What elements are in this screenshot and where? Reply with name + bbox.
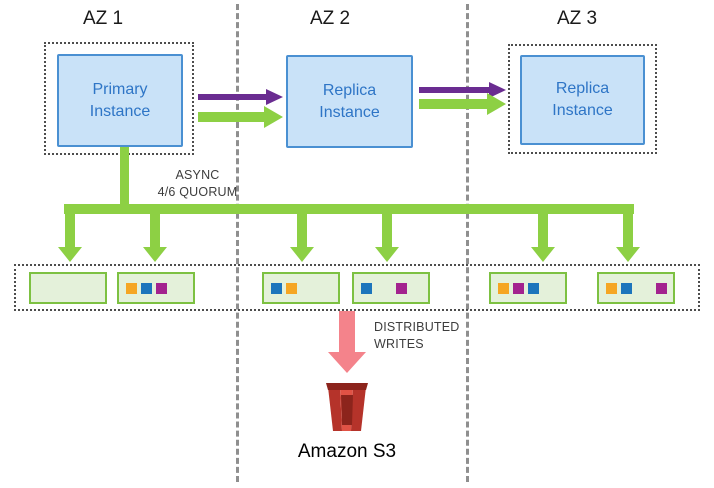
replication-arrow-purple-2 (419, 82, 506, 98)
s3-writes-arrow (328, 311, 366, 373)
s3-icon (326, 383, 368, 431)
s3-icon-rim (326, 383, 368, 390)
quorum-arrow-6 (616, 204, 640, 262)
replica-instance-az3: Replica Instance (520, 55, 645, 145)
s3-icon-right-facet (351, 387, 366, 431)
distributed-writes-label-line2: WRITES (374, 336, 424, 351)
segment-chip-magenta (656, 282, 667, 294)
az1-label: AZ 1 (82, 8, 124, 29)
storage-node-3 (262, 272, 340, 304)
s3-icon-left-facet (328, 387, 342, 431)
segment-chip-magenta (513, 282, 524, 294)
quorum-arrow-3 (290, 204, 314, 262)
replica-instance-az3-label: Replica Instance (552, 80, 613, 119)
segment-chip-magenta (156, 282, 167, 294)
quorum-arrow-4 (375, 204, 399, 262)
replication-arrow-purple-1 (198, 89, 283, 105)
distributed-writes-label-line1: DISTRIBUTED (374, 320, 460, 334)
segment-chip-blue (361, 282, 372, 294)
async-quorum-label: ASYNC 4/6 QUORUM (150, 167, 245, 201)
segment-chip-orange (498, 282, 509, 294)
quorum-arrow-5 (531, 204, 555, 262)
chip-gap (636, 283, 656, 294)
storage-node-5 (489, 272, 567, 304)
az3-instance-outline (508, 44, 657, 154)
quorum-trunk (120, 147, 129, 214)
primary-instance-label: Primary Instance (89, 80, 151, 120)
az-divider-2 (466, 4, 469, 482)
s3-caption: Amazon S3 (297, 441, 397, 462)
storage-node-6 (597, 272, 675, 304)
storage-node-4 (352, 272, 430, 304)
segment-chip-blue (528, 282, 539, 294)
az1-instance-outline (44, 42, 194, 155)
storage-node-2 (117, 272, 195, 304)
az-divider-1 (236, 4, 239, 482)
segment-chip-orange (286, 282, 297, 294)
async-quorum-label-line2: 4/6 QUORUM (157, 184, 238, 199)
quorum-bus (64, 204, 634, 214)
az2-label: AZ 2 (309, 8, 351, 29)
distributed-writes-label: DISTRIBUTED WRITES (374, 319, 460, 353)
async-quorum-label-line1: ASYNC (175, 168, 220, 182)
storage-node-1 (29, 272, 107, 304)
replica-instance-az2-label: Replica Instance (319, 81, 380, 121)
segment-chip-orange (606, 282, 617, 294)
quorum-arrow-2 (143, 204, 167, 262)
segment-chip-magenta (396, 282, 407, 294)
primary-instance: Primary Instance (57, 54, 183, 147)
az3-label: AZ 3 (556, 8, 598, 29)
segment-chip-blue (271, 282, 282, 294)
quorum-arrow-1 (58, 204, 82, 262)
segment-chip-blue (621, 282, 632, 294)
s3-icon-slot (341, 395, 353, 425)
replica-instance-az2: Replica Instance (286, 55, 413, 148)
replication-arrow-green-2 (419, 93, 506, 115)
storage-layer-outline (14, 264, 700, 311)
replication-arrow-green-1 (198, 106, 283, 128)
s3-icon-center-facet (340, 387, 353, 431)
segment-chip-orange (126, 282, 137, 294)
segment-chip-blue (141, 282, 152, 294)
chip-gap (376, 283, 396, 294)
